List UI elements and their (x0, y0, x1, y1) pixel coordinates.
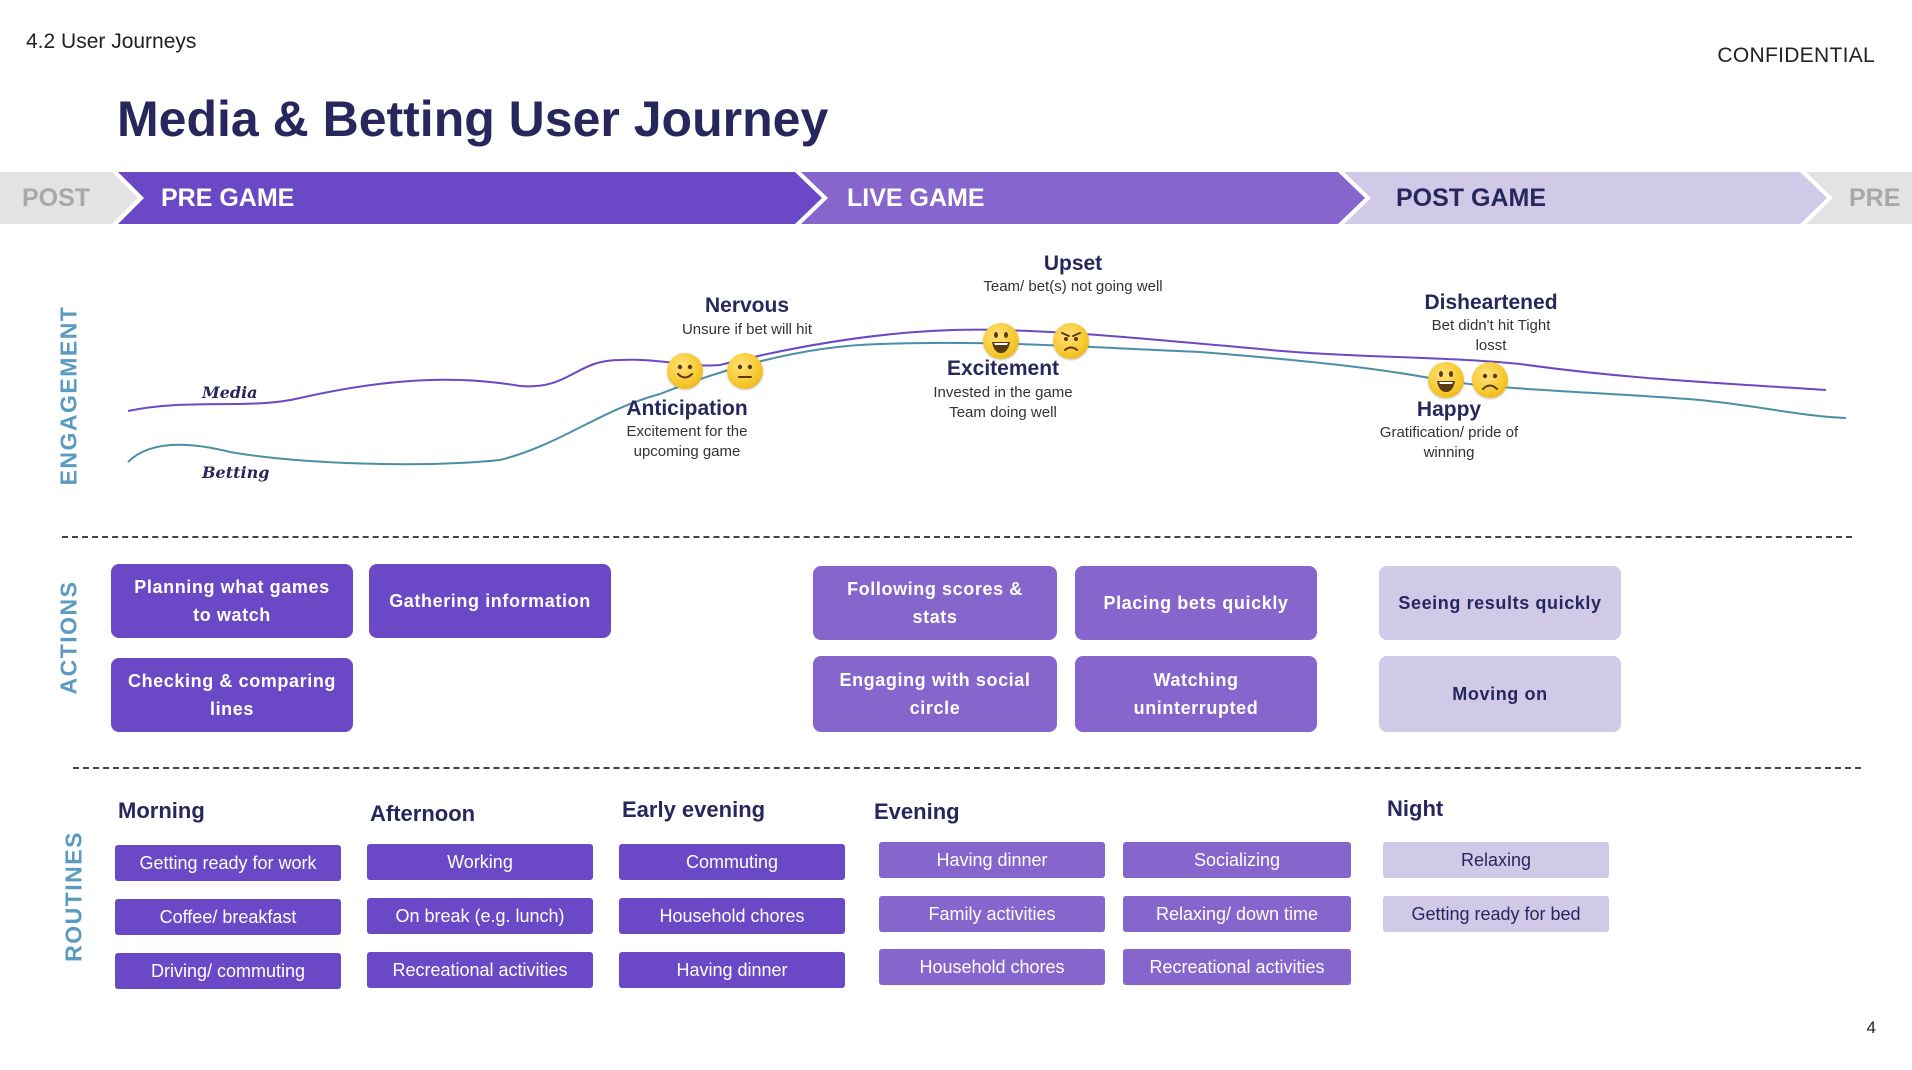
emotion-excitement-title: Excitement (946, 357, 1060, 380)
emotion-nervous-title: Nervous (704, 294, 790, 317)
routine-chip: Coffee/ breakfast (115, 899, 341, 935)
section-divider (73, 767, 1861, 769)
routine-chip: Having dinner (619, 952, 845, 988)
action-label: Seeing results quickly (1398, 593, 1602, 613)
emotion-upset-title: Upset (1043, 252, 1103, 275)
routine-chip: Recreational activities (367, 952, 593, 988)
betting-series-label: Betting (202, 463, 270, 482)
emotion-happy-desc: Gratification/ pride of winning (1379, 424, 1519, 461)
emotion-nervous-desc: Unsure if bet will hit (681, 321, 813, 338)
routine-chip: Having dinner (879, 842, 1105, 878)
phase-label-live-game: LIVE GAME (847, 184, 985, 212)
page-number: 4 (1866, 1018, 1876, 1037)
action-label: Planning what games to watch (134, 577, 330, 625)
action-card: Planning what games to watch (111, 564, 353, 638)
confidential-label: CONFIDENTIAL (1717, 44, 1875, 67)
betting-engagement-line (127, 341, 1847, 466)
angry-face-icon (1053, 323, 1089, 359)
phase-label-pre-game: PRE GAME (161, 184, 295, 212)
routine-chip: Household chores (879, 949, 1105, 985)
action-card: Watching uninterrupted (1075, 656, 1317, 732)
phase-chevron-prev (0, 172, 138, 224)
action-card: Gathering information (369, 564, 611, 638)
action-card: Checking & comparing lines (111, 658, 353, 732)
action-label: Checking & comparing lines (127, 671, 337, 719)
routine-chip: Relaxing (1383, 842, 1609, 878)
media-engagement-line (127, 328, 1827, 412)
routine-chip: Commuting (619, 844, 845, 880)
media-series-label: Media (202, 383, 258, 402)
routine-period-evening: Evening (874, 799, 960, 824)
emotion-happy-title: Happy (1416, 398, 1482, 421)
action-label: Following scores & stats (847, 579, 1023, 627)
routine-chip: Relaxing/ down time (1123, 896, 1351, 932)
phase-label-next: PRE (1849, 184, 1901, 212)
emotion-excitement-desc: Invested in the game Team doing well (933, 384, 1073, 421)
page-title: Media & Betting User Journey (117, 91, 829, 147)
engagement-chart (127, 328, 1847, 466)
action-card: Engaging with social circle (813, 656, 1057, 732)
sad-face-icon (1472, 362, 1508, 398)
phase-chevron-live-game (801, 172, 1365, 224)
neutral-face-icon (727, 353, 763, 389)
phase-chevron-next (1806, 172, 1912, 224)
phase-chevron-post-game (1344, 172, 1827, 224)
routine-chip: Getting ready for work (115, 845, 341, 881)
routine-chip: Working (367, 844, 593, 880)
routines-side-label: ROUTINES (60, 831, 87, 962)
routine-chip: Getting ready for bed (1383, 896, 1609, 932)
routine-period-morning: Morning (118, 798, 205, 823)
grin-face-icon (983, 323, 1019, 359)
routine-chip: Family activities (879, 896, 1105, 932)
action-card: Moving on (1379, 656, 1621, 732)
action-label: Engaging with social circle (839, 670, 1031, 718)
routine-period-early-evening: Early evening (622, 797, 766, 822)
action-card: Seeing results quickly (1379, 566, 1621, 640)
routine-chip: Household chores (619, 898, 845, 934)
phase-label-post-game: POST GAME (1396, 184, 1547, 212)
phase-bar (0, 172, 1912, 224)
emotion-upset-desc: Team/ bet(s) not going well (983, 278, 1163, 295)
section-divider (62, 536, 1852, 538)
action-label: Moving on (1452, 684, 1548, 704)
routine-chip: Driving/ commuting (115, 953, 341, 989)
action-card: Placing bets quickly (1075, 566, 1317, 640)
routine-chip: On break (e.g. lunch) (367, 898, 593, 934)
phase-chevron-pre-game (118, 172, 822, 224)
routine-period-afternoon: Afternoon (370, 801, 476, 826)
routine-chip: Socializing (1123, 842, 1351, 878)
emotion-disheartened-title: Disheartened (1424, 291, 1558, 314)
grin-face-icon (1428, 362, 1464, 398)
action-label: Watching uninterrupted (1133, 670, 1259, 718)
routine-period-night: Night (1387, 796, 1444, 821)
emotion-anticipation-title: Anticipation (626, 397, 748, 420)
action-label: Gathering information (389, 591, 591, 611)
phase-label-prev: POST (22, 184, 91, 212)
action-label: Placing bets quickly (1103, 593, 1289, 613)
actions-side-label: ACTIONS (55, 580, 82, 695)
emotion-anticipation-desc: Excitement for the upcoming game (626, 423, 748, 460)
routine-chip: Recreational activities (1123, 949, 1351, 985)
section-label: 4.2 User Journeys (26, 30, 197, 53)
emotion-disheartened-desc: Bet didn't hit Tight losst (1431, 317, 1551, 354)
action-card: Following scores & stats (813, 566, 1057, 640)
smile-face-icon (667, 353, 703, 389)
